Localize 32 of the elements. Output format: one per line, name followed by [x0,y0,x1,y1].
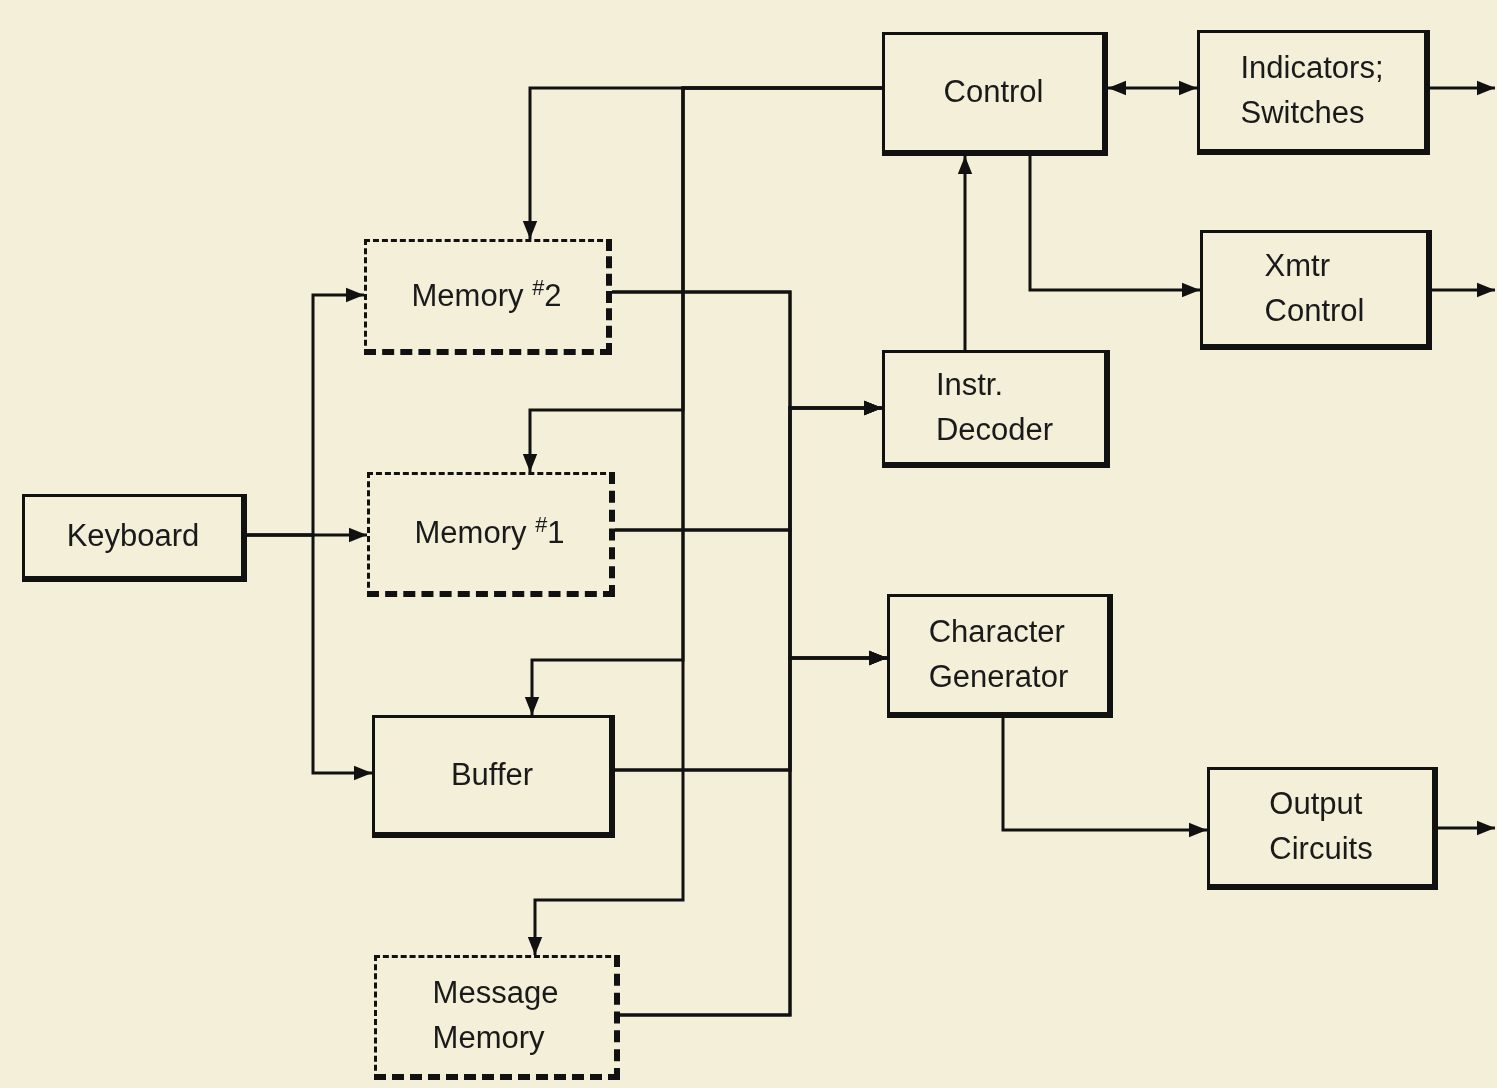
arrow [1438,820,1495,836]
arrow [620,650,887,1017]
block [887,594,1113,718]
memory-block-dashed [367,472,615,597]
arrow [247,533,372,781]
arrow [527,86,882,955]
block-label: Xmtr Control [1264,246,1365,330]
memory-block-dashed [364,239,612,355]
block-label: Control [943,73,1044,112]
arrow [1001,718,1207,838]
memory-block-dashed [374,955,620,1080]
block-label: Instr. Decoder [935,365,1054,449]
arrow [1430,80,1495,96]
block-label: Buffer [450,755,534,794]
block-label: Message Memory [432,974,559,1057]
block [882,32,1108,156]
block [1207,767,1438,890]
arrow [1028,156,1200,298]
block-label: Output Circuits [1269,785,1373,868]
block [22,494,247,582]
arrow [1432,282,1495,298]
arrow [957,156,973,350]
block-label: Memory $^{#}$1 [414,511,565,553]
block [882,350,1110,468]
block [1197,30,1430,155]
block [372,715,615,838]
block-label: Indicators; Switches [1240,49,1384,132]
block-label: Memory $^{#}$2 [411,273,562,316]
arrow [1108,80,1197,96]
block [1200,230,1432,350]
block-label: Character Generator [928,612,1069,696]
block-label: Keyboard [66,517,200,556]
